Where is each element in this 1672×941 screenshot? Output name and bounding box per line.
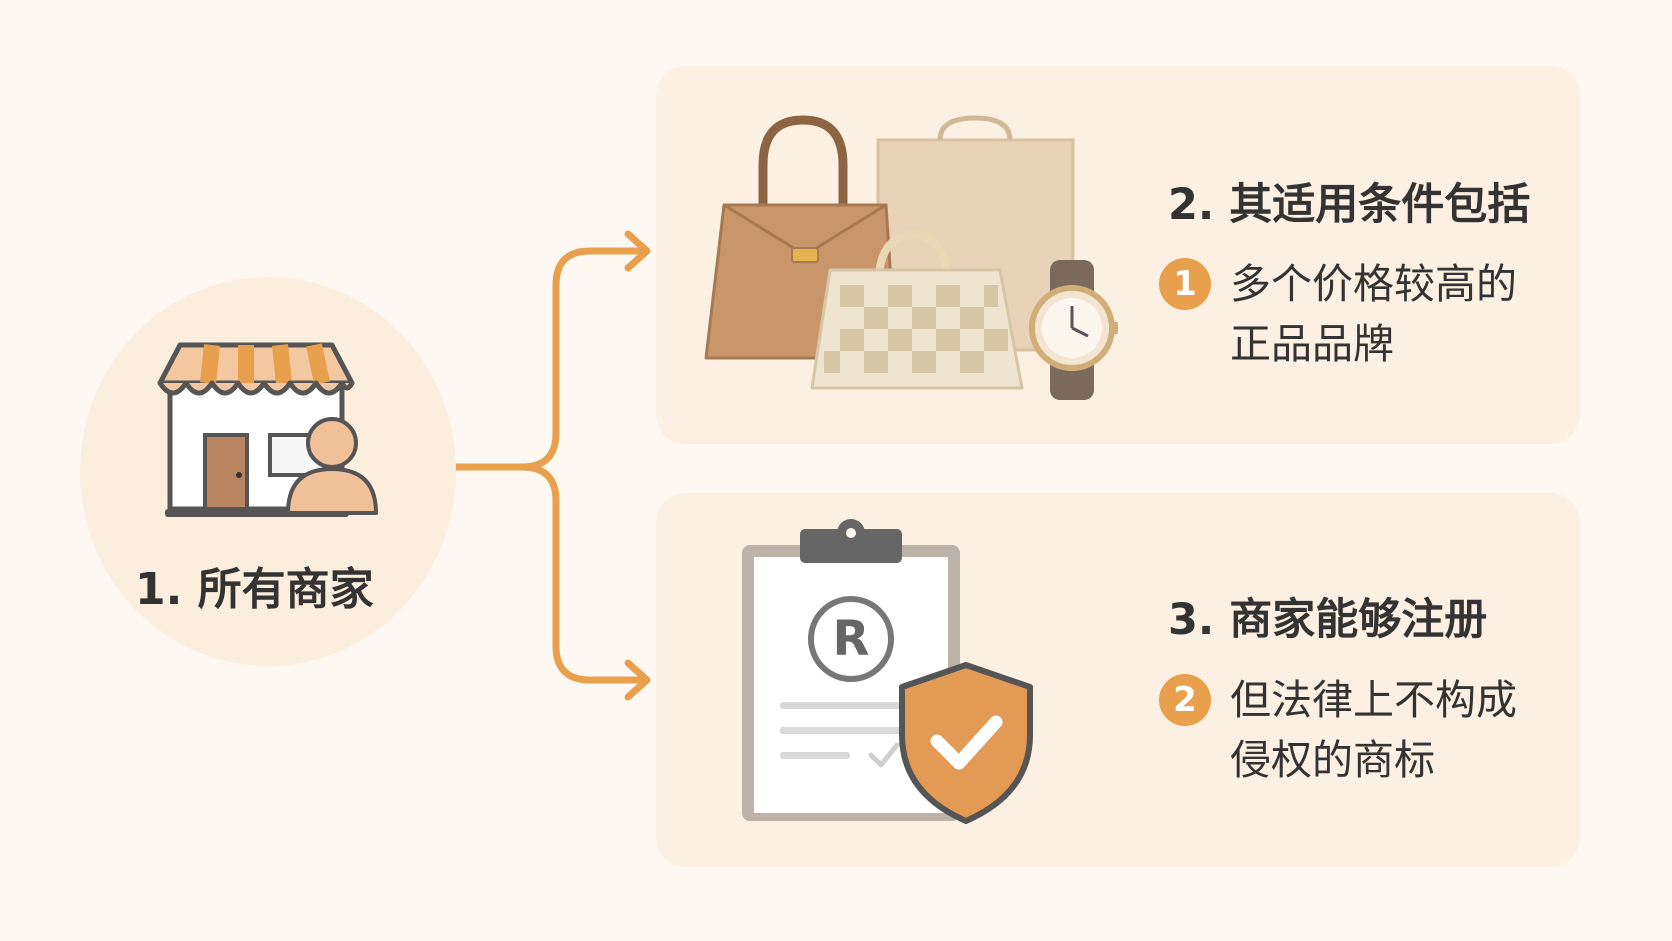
- arrowhead-bottom: [624, 659, 651, 701]
- svg-text:R: R: [833, 611, 870, 667]
- branch-stem: [452, 247, 644, 471]
- shield-check-icon: [899, 662, 1033, 824]
- registration-description: 但法律上不构成 侵权的商标: [1230, 670, 1517, 790]
- arrowhead-top: [624, 230, 651, 272]
- registration-description-line-1: 但法律上不构成: [1230, 676, 1517, 724]
- conditions-description-line-2: 正品品牌: [1230, 320, 1394, 368]
- all-merchants-label: 1. 所有商家: [135, 564, 374, 615]
- registration-title: 3. 商家能够注册: [1168, 595, 1488, 645]
- conditions-badge: 1: [1159, 258, 1211, 310]
- storefront-person-icon: [157, 342, 378, 517]
- luxury-goods-icon: [704, 115, 1118, 400]
- conditions-description-line-1: 多个价格较高的: [1230, 260, 1517, 308]
- branch-lower: [518, 463, 644, 684]
- registration-description-line-2: 侵权的商标: [1230, 736, 1435, 784]
- conditions-title: 2. 其适用条件包括: [1168, 180, 1531, 230]
- registration-badge: 2: [1159, 674, 1211, 726]
- trademark-clipboard-shield-icon: R: [742, 519, 1033, 824]
- registered-trademark-icon: R: [808, 596, 894, 682]
- conditions-description: 多个价格较高的 正品品牌: [1230, 254, 1517, 374]
